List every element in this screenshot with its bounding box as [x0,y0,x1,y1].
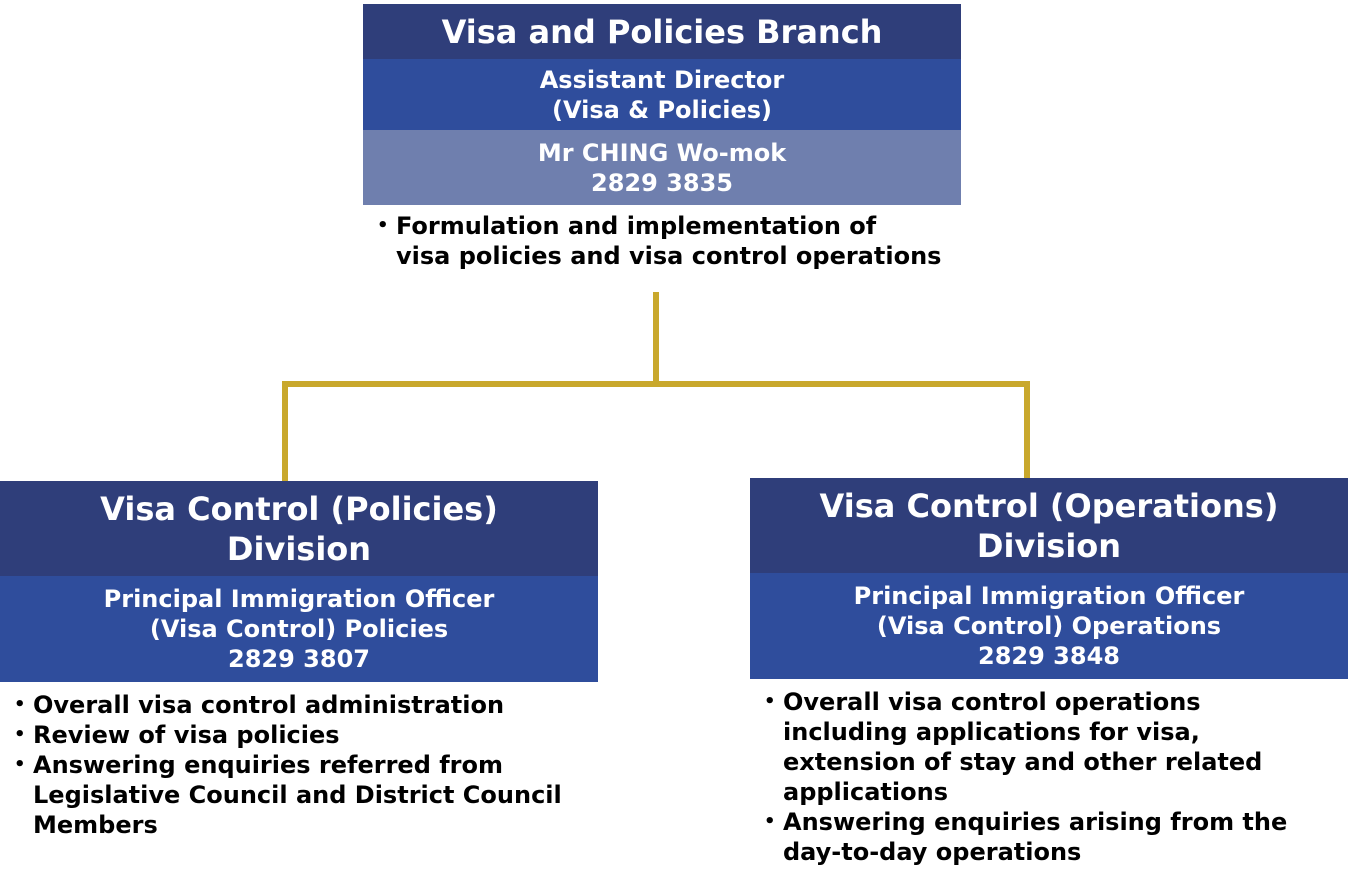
operations-title-band: Visa Control (Operations) Division [750,478,1348,573]
operations-duties-list: Overall visa control operations includin… [764,687,1287,867]
connector-line [282,292,659,481]
operations-role-line: (Visa Control) Operations [876,612,1222,640]
operations-role-line: Principal Immigration Officer [853,582,1245,610]
branch-person-name: Mr CHING Wo-mok [537,138,787,167]
policies-duties-list: Overall visa control administration Revi… [14,690,562,840]
duty-item: Answering enquiries referred from Legisl… [14,750,562,840]
policies-division-title-line: Visa Control (Policies) [100,489,498,528]
policies-phone: 2829 3807 [228,645,370,673]
branch-title-band: Visa and Policies Branch [363,4,961,59]
branch-title: Visa and Policies Branch [441,12,883,51]
duty-item: Formulation and implementation of visa p… [377,211,941,271]
duty-item: Answering enquiries arising from the day… [764,807,1287,867]
operations-phone: 2829 3848 [978,642,1120,670]
policies-role-line: Principal Immigration Officer [103,585,495,613]
branch-role-band: Assistant Director (Visa & Policies) [363,59,961,130]
policies-division-title-line: Division [226,529,372,568]
duty-item: Review of visa policies [14,720,562,750]
branch-role-line: (Visa & Policies) [552,95,772,124]
operations-division-box: Visa Control (Operations) Division Princ… [750,478,1348,679]
branch-phone: 2829 3835 [591,168,733,197]
branch-box: Visa and Policies Branch Assistant Direc… [363,4,961,205]
policies-role-line: (Visa Control) Policies [149,615,449,643]
operations-role-band: Principal Immigration Officer (Visa Cont… [750,573,1348,679]
branch-role-line: Assistant Director [539,65,785,94]
policies-role-band: Principal Immigration Officer (Visa Cont… [0,576,598,682]
operations-division-title-line: Visa Control (Operations) [819,486,1279,525]
connector-line [656,381,1030,478]
policies-title-band: Visa Control (Policies) Division [0,481,598,576]
branch-person-band: Mr CHING Wo-mok 2829 3835 [363,130,961,205]
duty-item: Overall visa control operations includin… [764,687,1287,807]
duty-item: Overall visa control administration [14,690,562,720]
operations-division-title-line: Division [976,526,1122,565]
branch-duties-list: Formulation and implementation of visa p… [377,211,941,271]
policies-division-box: Visa Control (Policies) Division Princip… [0,481,598,682]
